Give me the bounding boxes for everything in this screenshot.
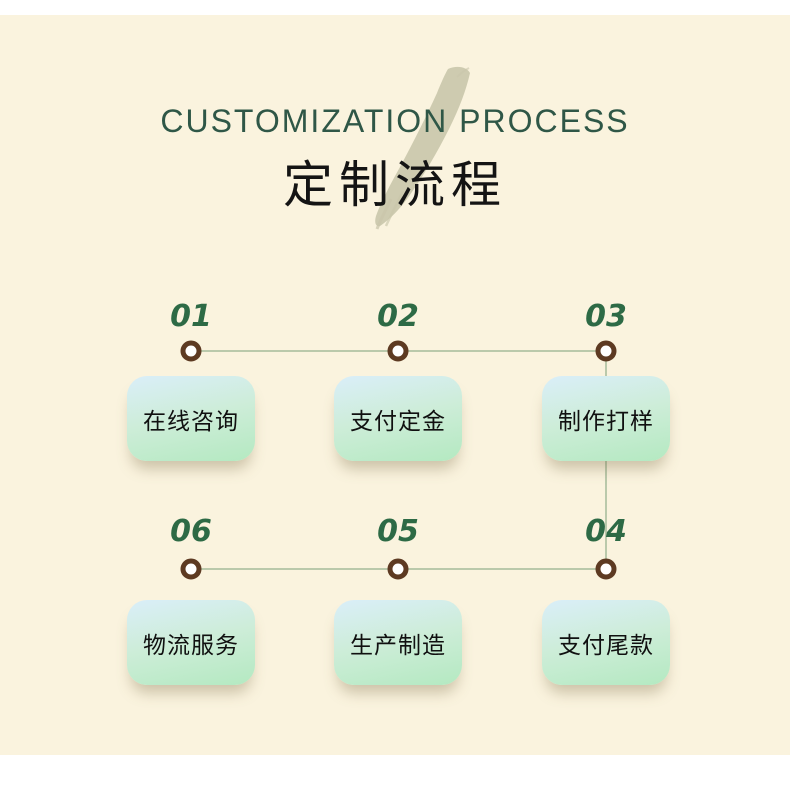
step-card-logistics-service: 物流服务 — [127, 600, 255, 685]
step-number-03: 03 — [585, 299, 627, 334]
step-number-01: 01 — [170, 299, 212, 334]
step-card-label: 在线咨询 — [143, 407, 239, 434]
step-card-label: 生产制造 — [350, 631, 446, 658]
step-number-05: 05 — [377, 514, 419, 549]
step-node-icon-06 — [180, 558, 202, 580]
step-number-02: 02 — [377, 299, 419, 334]
step-card-make-sample: 制作打样 — [542, 376, 670, 461]
step-node-icon-01 — [180, 340, 202, 362]
section-title-chinese: 定制流程 — [283, 157, 507, 213]
step-node-icon-05 — [387, 558, 409, 580]
step-card-online-consultation: 在线咨询 — [127, 376, 255, 461]
step-node-icon-04 — [595, 558, 617, 580]
brush-stroke-icon — [375, 66, 470, 230]
step-number-04: 04 — [585, 514, 627, 549]
step-node-icon-02 — [387, 340, 409, 362]
section-title-english: CUSTOMIZATION PROCESS — [160, 103, 630, 139]
step-number-06: 06 — [170, 514, 212, 549]
step-node-icon-03 — [595, 340, 617, 362]
customization-process-section: CUSTOMIZATION PROCESS 定制流程 01 02 03 06 0… — [0, 15, 790, 755]
step-card-pay-balance: 支付尾款 — [542, 600, 670, 685]
process-flow-diagram: 01 02 03 06 05 04 在线咨询 支付定金 制作打样 物流服务 生产… — [0, 15, 790, 755]
step-card-label: 支付定金 — [350, 407, 446, 434]
step-card-manufacturing: 生产制造 — [334, 600, 462, 685]
step-card-label: 支付尾款 — [558, 631, 654, 658]
step-card-label: 物流服务 — [143, 631, 239, 658]
step-card-label: 制作打样 — [558, 407, 654, 434]
step-card-pay-deposit: 支付定金 — [334, 376, 462, 461]
